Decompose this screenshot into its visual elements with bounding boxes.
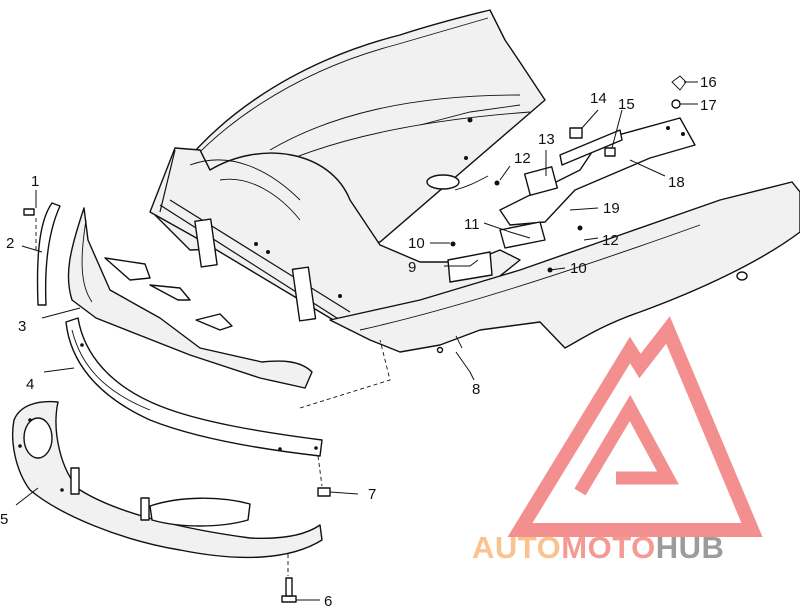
- part-3-bumper: [67, 207, 313, 389]
- callout-9: 9: [408, 259, 416, 276]
- callout-11: 11: [464, 216, 480, 233]
- watermark-hub: HUB: [656, 530, 725, 565]
- fasteners: [23, 180, 583, 603]
- watermark-moto: MOTO: [561, 530, 655, 565]
- callout-15: 15: [618, 96, 635, 113]
- callout-8: 8: [472, 381, 480, 398]
- watermark-logo: [507, 316, 763, 537]
- callout-7: 7: [368, 486, 376, 503]
- callout-18: 18: [668, 174, 685, 191]
- callout-13: 13: [538, 131, 555, 148]
- frame: [149, 147, 521, 339]
- callout-4: 4: [26, 376, 34, 393]
- callout-12-right: 12: [602, 232, 619, 249]
- leader-lines: [15, 81, 698, 601]
- watermark-auto: AUTO: [472, 530, 561, 565]
- callout-14: 14: [590, 90, 607, 107]
- callout-19: 19: [603, 200, 620, 217]
- callout-2: 2: [6, 235, 14, 252]
- part-4-rail: [65, 317, 323, 457]
- callout-12-top: 12: [514, 150, 531, 167]
- assembly-lines: [35, 218, 391, 576]
- callout-16: 16: [700, 74, 717, 91]
- callout-5: 5: [0, 511, 8, 528]
- part-2-trim-strip: [36, 202, 61, 306]
- side-panel: [329, 181, 800, 353]
- callout-17: 17: [700, 97, 717, 114]
- watermark-text: AUTOMOTOHUB: [472, 530, 724, 565]
- callout-1: 1: [31, 173, 39, 190]
- callout-10-left: 10: [408, 235, 425, 252]
- callout-10-right: 10: [570, 260, 587, 277]
- callout-labels: 1 2 3 4 5 6 7 8 9 10 10 11 12 12 13 14 1…: [0, 74, 717, 610]
- bracket-assembly: [447, 75, 696, 283]
- callout-3: 3: [18, 318, 26, 335]
- callout-6: 6: [324, 593, 332, 610]
- svg-text:AUTOMOTOHUB: AUTOMOTOHUB: [472, 530, 724, 565]
- part-5-skid: [11, 400, 323, 559]
